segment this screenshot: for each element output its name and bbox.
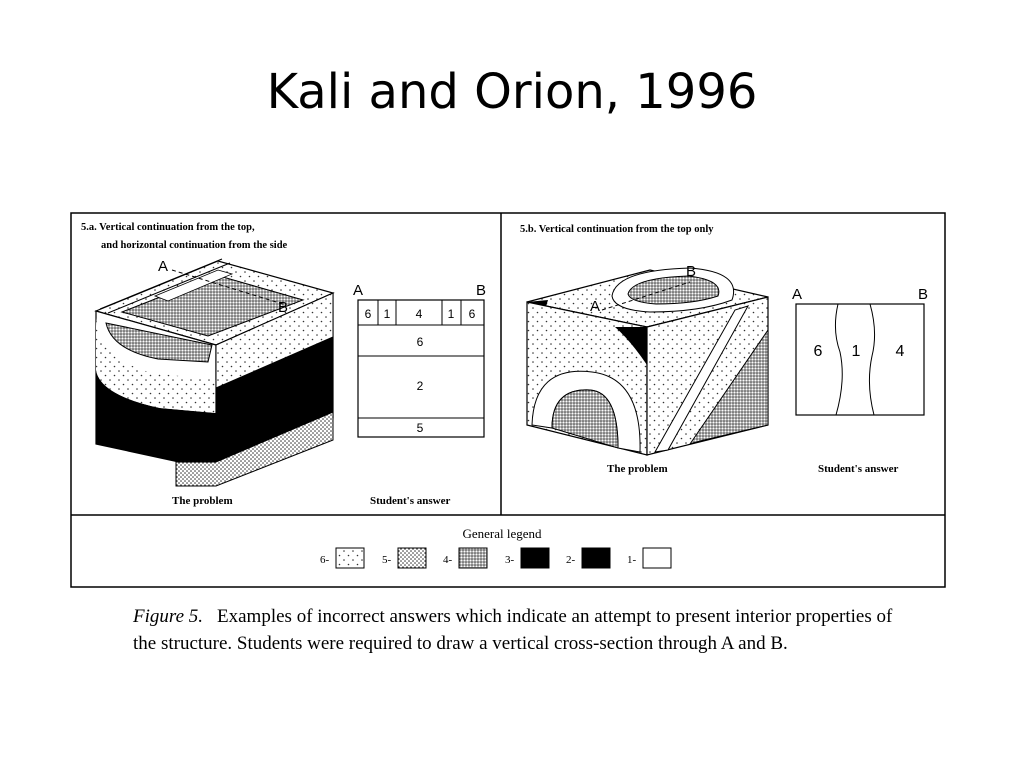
legend-item-4: 3- bbox=[505, 547, 550, 569]
panel-5a-answer-caption: Student's answer bbox=[370, 495, 450, 507]
panel-5b-heading: 5.b. Vertical continuation from the top … bbox=[520, 224, 714, 235]
legend-item-label: 1- bbox=[627, 554, 637, 566]
panel-5b-answer-label-a: A bbox=[792, 286, 802, 303]
legend-item-3: 4- bbox=[443, 547, 488, 569]
legend-item-label: 6- bbox=[320, 554, 330, 566]
figure-frame bbox=[70, 212, 946, 588]
legend-swatch bbox=[581, 547, 611, 569]
legend-swatch bbox=[520, 547, 550, 569]
panel-5b: 5.b. Vertical continuation from the top … bbox=[520, 224, 928, 475]
figure-caption-text: Examples of incorrect answers which indi… bbox=[133, 606, 893, 654]
answer-5b-col-1: 6 bbox=[814, 343, 823, 360]
legend-item-label: 3- bbox=[505, 554, 515, 566]
answer-5b-col-3: 4 bbox=[896, 343, 905, 360]
legend-item-6: 1- bbox=[627, 547, 672, 569]
panel-5a: 5.a. Vertical continuation from the top,… bbox=[81, 222, 486, 507]
panel-5a-problem-caption: The problem bbox=[172, 495, 233, 507]
figure-5-illustration: 5.a. Vertical continuation from the top,… bbox=[70, 212, 946, 588]
panel-5a-student-answer: A B 6 1 4 1 6 6 2 5 bbox=[353, 282, 486, 438]
slide-title: Kali and Orion, 1996 bbox=[266, 64, 758, 120]
legend-swatch bbox=[458, 547, 488, 569]
panel-5a-heading-line1: 5.a. Vertical continuation from the top, bbox=[81, 222, 255, 233]
legend-item-1: 6- bbox=[320, 547, 365, 569]
panel-5b-answer-caption: Student's answer bbox=[818, 463, 898, 475]
panel-5a-answer-label-a: A bbox=[353, 282, 363, 299]
answer-5a-cell-4: 1 bbox=[448, 307, 455, 321]
legend-title: General legend bbox=[462, 526, 542, 541]
legend-swatch bbox=[335, 547, 365, 569]
answer-5a-layer-1: 6 bbox=[417, 335, 424, 349]
panel-5b-answer-label-b: B bbox=[918, 286, 928, 303]
legend-item-label: 4- bbox=[443, 554, 453, 566]
panel-5b-label-a: A bbox=[590, 298, 600, 315]
general-legend: General legend 6- 5- 4- 3- 2- 1- bbox=[320, 526, 672, 569]
legend-swatch bbox=[397, 547, 427, 569]
figure-caption: Figure 5.Examples of incorrect answers w… bbox=[133, 603, 893, 657]
answer-5a-layer-3: 5 bbox=[417, 421, 424, 435]
answer-5a-cell-5: 6 bbox=[469, 307, 476, 321]
figure-caption-label: Figure 5. bbox=[133, 606, 204, 627]
panel-5b-problem-caption: The problem bbox=[607, 463, 668, 475]
legend-item-label: 5- bbox=[382, 554, 392, 566]
panel-5a-label-a: A bbox=[158, 258, 168, 275]
panel-5b-student-answer: A B 6 1 4 bbox=[792, 286, 928, 416]
answer-5a-cell-3: 4 bbox=[416, 307, 423, 321]
legend-items: 6- 5- 4- 3- 2- 1- bbox=[320, 547, 672, 569]
panel-5a-block-diagram: A B bbox=[94, 258, 335, 487]
panel-5a-answer-label-b: B bbox=[476, 282, 486, 299]
panel-5b-label-b: B bbox=[686, 263, 696, 280]
answer-5a-layer-2: 2 bbox=[417, 379, 424, 393]
answer-5a-cell-1: 6 bbox=[365, 307, 372, 321]
legend-swatch bbox=[642, 547, 672, 569]
panel-5b-cube-diagram: B A bbox=[526, 263, 769, 456]
legend-item-5: 2- bbox=[566, 547, 611, 569]
answer-5a-cell-2: 1 bbox=[384, 307, 391, 321]
answer-5b-col-2: 1 bbox=[852, 343, 861, 360]
legend-item-2: 5- bbox=[382, 547, 427, 569]
legend-item-label: 2- bbox=[566, 554, 576, 566]
panel-5a-heading-line2: and horizontal continuation from the sid… bbox=[101, 240, 288, 251]
panel-5a-label-b: B bbox=[278, 299, 288, 316]
